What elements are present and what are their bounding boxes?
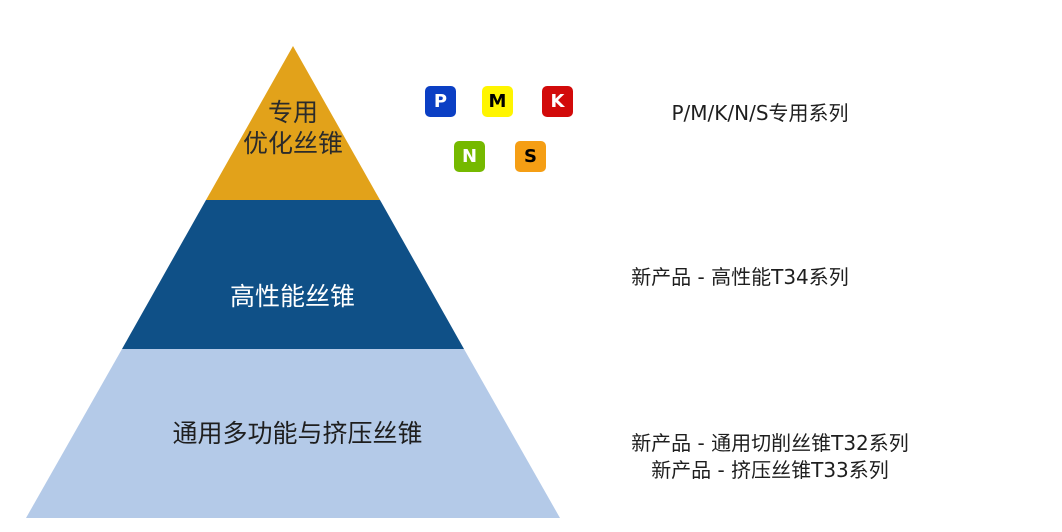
description-top: P/M/K/N/S专用系列 [671, 101, 849, 125]
tier-middle-label: 高性能丝锥 [229, 282, 355, 311]
description-bottom: 新产品 - 通用切削丝锥T32系列 新产品 - 挤压丝锥T33系列 [580, 430, 960, 484]
description-bottom-line1: 新产品 - 通用切削丝锥T32系列 [631, 431, 909, 455]
material-badge-s: S [515, 141, 546, 172]
material-badge-m: M [482, 86, 513, 117]
description-middle: 新产品 - 高性能T34系列 [631, 265, 849, 289]
material-badge-p: P [425, 86, 456, 117]
description-bottom-line2: 新产品 - 挤压丝锥T33系列 [651, 458, 889, 482]
tier-top-label-line1: 专用 [267, 98, 318, 127]
pyramid-tier-top [206, 46, 380, 200]
pyramid-tier-bottom [26, 349, 560, 518]
tier-bottom-label: 通用多功能与挤压丝锥 [172, 419, 423, 448]
tier-top-label: 专用 优化丝锥 [223, 97, 363, 160]
tier-top-label-line2: 优化丝锥 [242, 129, 343, 159]
material-badge-k: K [542, 86, 573, 117]
pyramid-tier-middle [122, 200, 464, 349]
material-badge-n: N [454, 141, 485, 172]
